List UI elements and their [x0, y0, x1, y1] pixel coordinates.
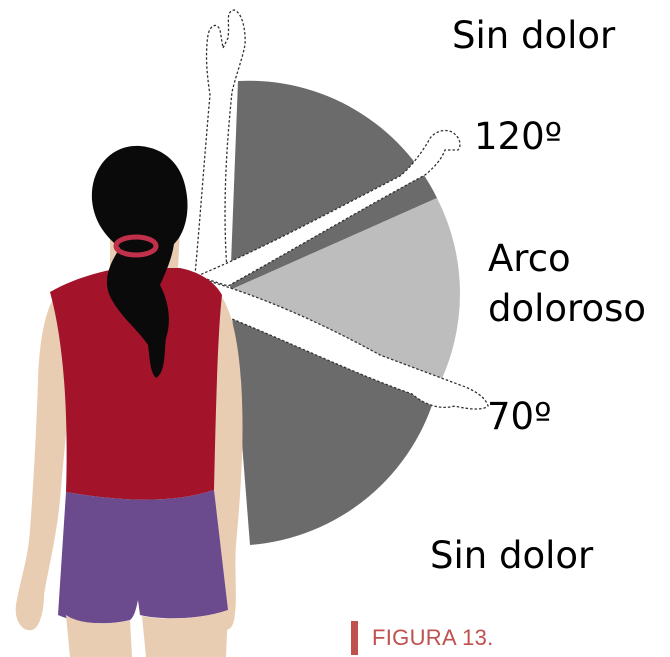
arm-raised-vertical [194, 9, 246, 283]
no-pain-label-bottom: Sin dolor [430, 534, 594, 577]
painful-arc-label-line2: doloroso [488, 287, 646, 330]
arm-at-90-degrees [204, 279, 489, 410]
shorts [58, 490, 228, 624]
caption-text: FIGURA 13. [372, 625, 494, 650]
painful-arc-zone [230, 198, 460, 389]
painful-arc-label: Arco doloroso [488, 234, 646, 334]
legs [66, 610, 228, 657]
angle-label-120: 120º [474, 115, 563, 158]
arm-at-120-degrees [195, 129, 461, 287]
torso-top [50, 268, 222, 500]
painful-arc-label-line1: Arco [488, 237, 571, 280]
no-pain-label-top: Sin dolor [452, 14, 616, 57]
caption-accent-bar [351, 621, 358, 655]
hair [91, 145, 188, 378]
left-arm-down [15, 285, 75, 631]
angle-label-70: 70º [487, 395, 552, 438]
no-pain-zone-bottom [230, 290, 437, 545]
hair-tie [113, 234, 159, 258]
figure-caption: FIGURA 13. [351, 620, 494, 656]
